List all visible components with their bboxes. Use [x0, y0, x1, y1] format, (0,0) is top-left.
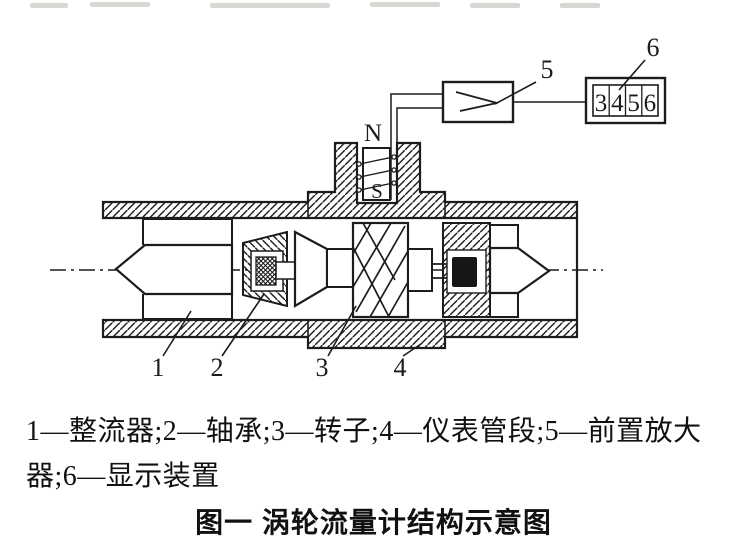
part-label-6: 6	[647, 33, 660, 62]
display-digit-3: 5	[627, 90, 640, 117]
magnet	[362, 147, 391, 201]
part-number-labels: 1 2 3 4 5 6	[152, 33, 660, 382]
pipe-top-wall	[101, 141, 579, 220]
rotor-hub-rear	[407, 248, 433, 292]
figure-title: 图一 涡轮流量计结构示意图	[195, 507, 552, 538]
rotor-nose-cone	[293, 230, 329, 308]
part-label-4: 4	[394, 353, 407, 382]
scan-noise	[30, 3, 68, 8]
magnet-north-label: N	[364, 120, 382, 147]
straightener-vane-top	[142, 218, 232, 245]
preamplifier	[441, 80, 586, 124]
rotor-hub-front	[326, 248, 354, 288]
amplifier-symbol	[459, 102, 498, 112]
signal-wire-1	[390, 93, 443, 200]
scan-noise	[470, 3, 520, 8]
legend-line-2: 器;6—显示装置	[26, 461, 220, 492]
tail-vane-bottom	[490, 293, 519, 318]
flow-straightener	[114, 218, 234, 320]
bearing-block	[255, 256, 277, 286]
display-unit: 3 4 5 6	[584, 76, 667, 125]
front-bearing	[242, 230, 297, 308]
rotor-blades	[352, 222, 409, 318]
part-label-2: 2	[211, 353, 224, 382]
leader-lines	[162, 59, 646, 357]
scan-noise	[210, 3, 330, 8]
magnetic-pickup: N S	[356, 93, 443, 203]
coil	[356, 154, 397, 193]
tail-bullet	[488, 246, 551, 295]
magnet-south-label: S	[371, 179, 383, 203]
rear-bearing-block	[452, 257, 477, 287]
scan-noise	[90, 2, 150, 7]
rear-bearing-support	[442, 222, 491, 318]
scan-noise	[370, 2, 440, 7]
straightener-bullet	[114, 243, 234, 296]
signal-wire-2	[396, 107, 443, 200]
flowmeter-diagram: N S 3 4 5 6	[50, 33, 667, 382]
rotor	[293, 221, 455, 319]
front-shaft	[275, 261, 297, 280]
preamplifier-box	[441, 80, 515, 124]
amplifier-symbol	[455, 91, 498, 104]
part-label-3: 3	[316, 353, 329, 382]
display-digit-2: 4	[611, 90, 624, 117]
tail-vane-top	[490, 224, 519, 248]
tail-cone	[488, 224, 551, 318]
display-digit-1: 3	[595, 90, 608, 117]
display-digit-4: 6	[644, 90, 657, 117]
scan-noise	[560, 3, 600, 8]
straightener-vane-bottom	[142, 294, 232, 320]
part-label-5: 5	[541, 55, 554, 84]
part-label-1: 1	[152, 353, 165, 382]
legend-line-1: 1—整流器;2—轴承;3—转子;4—仪表管段;5—前置放大	[26, 416, 702, 447]
